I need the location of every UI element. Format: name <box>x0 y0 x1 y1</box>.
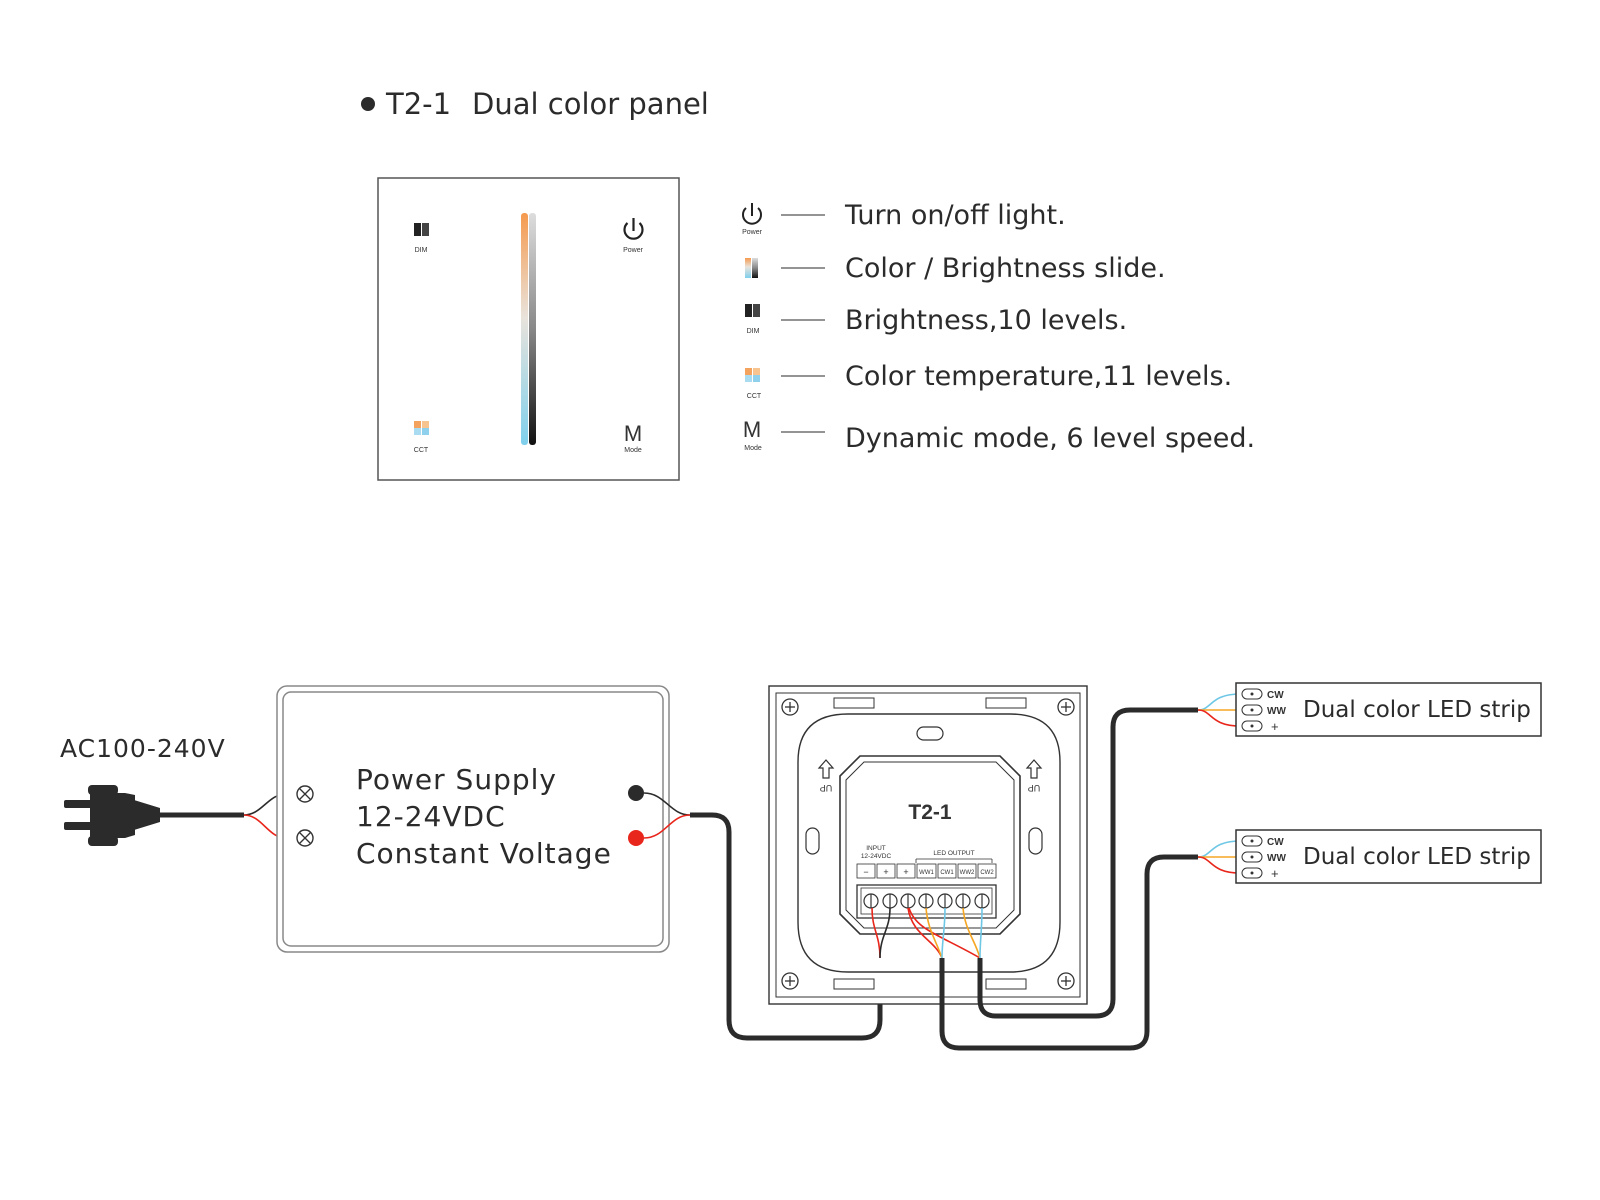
title-model: T2-1 <box>385 87 451 121</box>
dc-input-cable <box>690 812 883 1041</box>
terminal-label: WW2 <box>960 870 975 876</box>
strip-label: Dual color LED strip <box>1303 697 1531 723</box>
led-strip-1: CW WW + Dual color LED strip <box>1235 682 1542 737</box>
controller-back: T2-1 UP UP INPUT 12-24VDC LED OUTPUT − +… <box>768 685 1088 1005</box>
led-output-label: LED OUTPUT <box>933 850 974 857</box>
strip-1-wires <box>1197 693 1241 727</box>
input-voltage-label: 12-24VDC <box>861 853 892 860</box>
slider-brightness-strip[interactable] <box>529 213 536 445</box>
terminal-label: + <box>883 867 888 877</box>
terminal-label: CW2 <box>980 870 994 876</box>
pin-label: WW <box>1267 706 1286 717</box>
legend-caption: CCT <box>747 393 762 400</box>
legend-text: Color temperature,11 levels. <box>845 361 1232 392</box>
legend-color-slider-icon <box>745 258 758 278</box>
legend-caption: DIM <box>747 328 760 335</box>
terminal-label: WW1 <box>919 870 934 876</box>
controller-wires <box>871 907 983 959</box>
legend-item: M Mode Dynamic mode, 6 level speed. <box>743 417 1255 454</box>
solder-pads <box>1241 688 1263 732</box>
mode-label: Mode <box>624 447 642 454</box>
pin-label: + <box>1271 866 1279 881</box>
pin-label: WW <box>1267 853 1286 864</box>
legend: Power Turn on/off light. Color / Brightn… <box>742 200 1255 454</box>
legend-caption: Mode <box>744 445 762 452</box>
ps-line-2: 12-24VDC <box>356 800 506 833</box>
power-label: Power <box>623 247 644 254</box>
legend-text: Dynamic mode, 6 level speed. <box>845 423 1255 454</box>
cct-label: CCT <box>414 447 429 454</box>
legend-item: DIM Brightness,10 levels. <box>745 304 1127 336</box>
up-label: UP <box>1028 783 1041 793</box>
legend-item: Power Turn on/off light. <box>742 200 1066 236</box>
power-button[interactable]: Power <box>623 218 644 254</box>
dim-button[interactable]: DIM <box>414 223 429 254</box>
ps-line-3: Constant Voltage <box>356 837 612 870</box>
slider-color-strip[interactable] <box>521 213 528 445</box>
dc-negative-terminal <box>628 785 644 801</box>
dim-icon <box>414 223 421 236</box>
pin-label: + <box>1271 719 1279 734</box>
pin-label: CW <box>1267 837 1284 848</box>
legend-power-icon <box>742 203 762 225</box>
legend-cct-icon <box>745 368 760 382</box>
ac-plug-icon <box>64 785 160 846</box>
dc-positive-terminal <box>628 830 644 846</box>
terminal-block <box>856 884 997 919</box>
terminal-label: − <box>863 867 868 877</box>
ac-terminal <box>296 785 314 847</box>
mode-icon: M <box>624 421 642 446</box>
output-cable-2 <box>939 854 1198 1051</box>
ps-line-1: Power Supply <box>356 763 557 796</box>
legend-dim-icon <box>745 304 760 317</box>
legend-item: Color / Brightness slide. <box>745 253 1166 284</box>
input-label: INPUT <box>866 845 886 852</box>
legend-text: Turn on/off light. <box>844 200 1066 231</box>
cct-icon <box>414 421 429 435</box>
terminal-labels: − + + WW1 CW1 WW2 CW2 <box>856 863 997 879</box>
legend-caption: Power <box>742 229 763 236</box>
legend-item: CCT Color temperature,11 levels. <box>745 361 1232 400</box>
strip-label: Dual color LED strip <box>1303 844 1531 870</box>
pin-label: CW <box>1267 690 1284 701</box>
screw-icon <box>781 698 1075 990</box>
terminal-label: + <box>903 867 908 877</box>
mode-button[interactable]: M Mode <box>624 421 642 454</box>
title-bullet <box>361 97 375 111</box>
dim-label: DIM <box>415 247 428 254</box>
strip-2-wires <box>1197 840 1241 874</box>
terminal-label: CW1 <box>940 870 954 876</box>
legend-mode-icon: M <box>743 417 761 442</box>
solder-pads <box>1241 835 1263 879</box>
panel-front: DIM Power CCT M Mode <box>377 177 680 481</box>
legend-text: Color / Brightness slide. <box>845 253 1166 284</box>
controller-model: T2-1 <box>908 801 952 824</box>
cct-button[interactable]: CCT <box>414 421 429 454</box>
led-strip-2: CW WW + Dual color LED strip <box>1235 829 1542 884</box>
up-label: UP <box>820 783 833 793</box>
power-icon <box>623 218 644 240</box>
title-name: Dual color panel <box>472 87 709 121</box>
power-supply: Power Supply 12-24VDC Constant Voltage <box>276 685 670 953</box>
legend-text: Brightness,10 levels. <box>845 305 1127 336</box>
up-arrow-icon: UP UP <box>817 759 1043 793</box>
ac-label: AC100-240V <box>60 734 226 763</box>
output-cable-1 <box>977 707 1198 1019</box>
